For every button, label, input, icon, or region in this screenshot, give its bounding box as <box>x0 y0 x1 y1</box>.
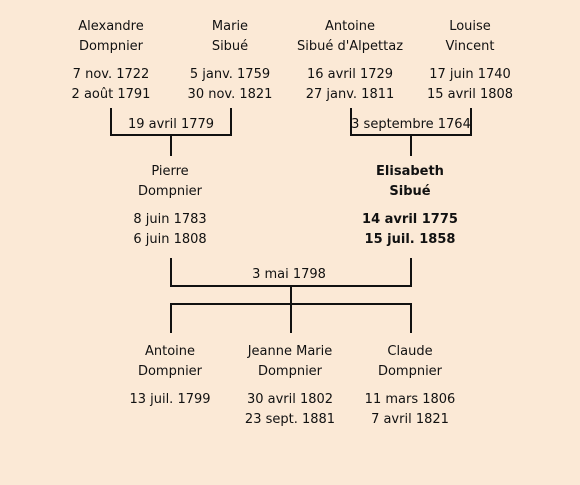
connector-line <box>170 303 172 333</box>
first-name: Antoine <box>144 344 196 359</box>
last-name: Dompnier <box>137 364 203 379</box>
birth-date: 5 janv. 1759 <box>189 67 271 82</box>
marriage-date: 3 septembre 1764 <box>351 117 471 132</box>
birth-date: 17 juin 1740 <box>429 67 511 82</box>
death-date: 23 sept. 1881 <box>244 412 336 427</box>
last-name: Sibué d'Alpettaz <box>296 39 404 54</box>
person-pierre-dompnier: Pierre Dompnier 8 juin 1783 6 juin 1808 <box>95 162 245 250</box>
connector-line <box>350 134 472 136</box>
birth-date: 8 juin 1783 <box>133 212 207 227</box>
birth-date: 11 mars 1806 <box>364 392 456 407</box>
first-name: Antoine <box>324 19 376 34</box>
birth-date: 16 avril 1729 <box>306 67 394 82</box>
marriage-date: 3 mai 1798 <box>252 267 326 282</box>
death-date: 27 janv. 1811 <box>305 87 395 102</box>
last-name: Sibué <box>211 39 249 54</box>
first-name: Louise <box>449 19 491 34</box>
last-name: Dompnier <box>78 39 144 54</box>
person-marie-sibue: Marie Sibué 5 janv. 1759 30 nov. 1821 <box>155 17 305 105</box>
last-name: Dompnier <box>257 364 323 379</box>
connector-line <box>170 285 412 287</box>
person-claude-dompnier: Claude Dompnier 11 mars 1806 7 avril 182… <box>335 342 485 430</box>
death-date: 2 août 1791 <box>71 87 151 102</box>
connector-line <box>410 258 412 287</box>
person-louise-vincent: Louise Vincent 17 juin 1740 15 avril 180… <box>395 17 545 105</box>
death-date: 6 juin 1808 <box>133 232 207 247</box>
last-name: Dompnier <box>137 184 203 199</box>
connector-line <box>290 287 292 305</box>
last-name: Sibué <box>389 184 431 199</box>
connector-line <box>110 134 232 136</box>
first-name: Elisabeth <box>376 164 444 179</box>
birth-date: 7 nov. 1722 <box>72 67 150 82</box>
birth-date: 30 avril 1802 <box>246 392 334 407</box>
connector-line <box>410 303 412 333</box>
connector-line <box>410 136 412 156</box>
connector-line <box>170 136 172 156</box>
connector-line <box>350 108 352 136</box>
first-name: Alexandre <box>78 19 144 34</box>
connector-line <box>230 108 232 136</box>
connector-line <box>110 108 112 136</box>
first-name: Claude <box>387 344 433 359</box>
first-name: Jeanne Marie <box>247 344 333 359</box>
person-antoine-dompnier: Antoine Dompnier 13 juil. 1799 <box>95 342 245 410</box>
death-date: 30 nov. 1821 <box>187 87 273 102</box>
marriage-date: 19 avril 1779 <box>127 117 215 132</box>
death-date: 15 avril 1808 <box>426 87 514 102</box>
death-date: 15 juil. 1858 <box>364 232 456 247</box>
connector-line <box>290 303 292 333</box>
birth-date: 14 avril 1775 <box>362 212 458 227</box>
connector-line <box>470 108 472 136</box>
first-name: Marie <box>211 19 249 34</box>
last-name: Dompnier <box>377 364 443 379</box>
person-antoine-sibue-dalpettaz: Antoine Sibué d'Alpettaz 16 avril 1729 2… <box>275 17 425 105</box>
person-alexandre-dompnier: Alexandre Dompnier 7 nov. 1722 2 août 17… <box>36 17 186 105</box>
person-elisabeth-sibue: Elisabeth Sibué 14 avril 1775 15 juil. 1… <box>335 162 485 250</box>
birth-date: 13 juil. 1799 <box>129 392 211 407</box>
person-jeanne-marie-dompnier: Jeanne Marie Dompnier 30 avril 1802 23 s… <box>215 342 365 430</box>
first-name: Pierre <box>151 164 189 179</box>
death-date: 7 avril 1821 <box>371 412 449 427</box>
last-name: Vincent <box>445 39 495 54</box>
connector-line <box>170 258 172 287</box>
